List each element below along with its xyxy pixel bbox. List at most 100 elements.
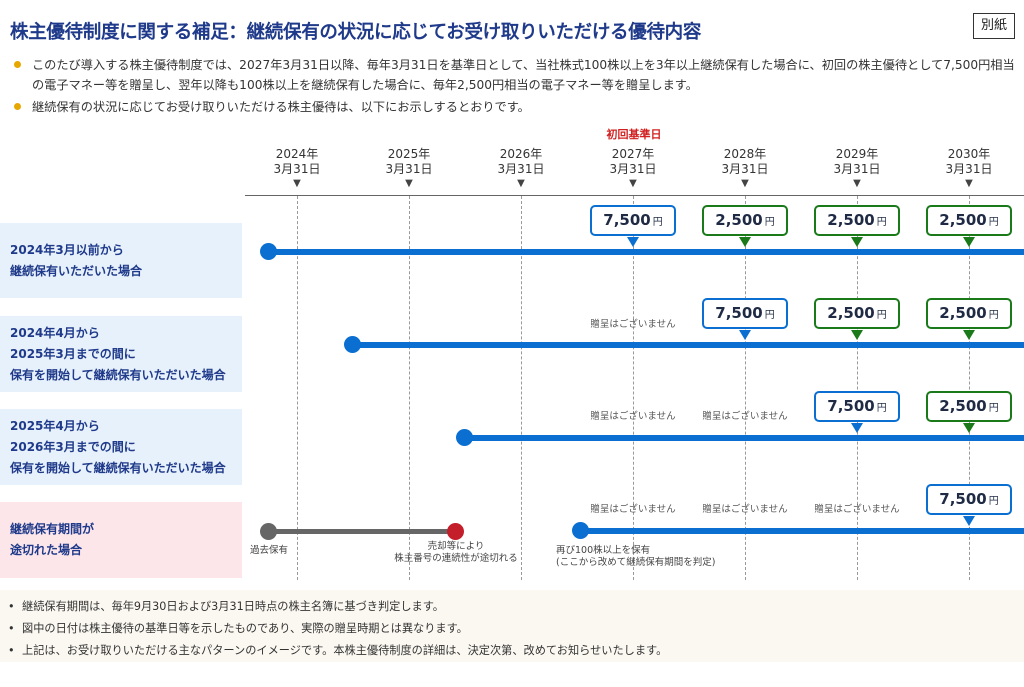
date-header: 2025年 3月31日 ▼ [369,147,449,191]
date-day: 3月31日 [273,162,321,176]
bullet-dot-icon [14,61,21,68]
intro-bullets: このたび導入する株主優待制度では、2027年3月31日以降、毎年3月31日を基準… [14,55,1022,119]
row-label-line: 継続保有期間が [10,522,95,536]
holding-timeline [580,528,1024,534]
rehold-note-line: 再び100株以上を保有 [556,545,651,556]
date-header: 2028年 3月31日 ▼ [705,147,785,191]
date-year: 2026年 [499,147,543,161]
row-label-line: 途切れた場合 [10,543,83,557]
intro-bullet: 継続保有の状況に応じてお受け取りいただける株主優待は、以下にお示しするとおりです… [14,97,1022,117]
yen-unit: 円 [876,310,887,321]
no-gift-note: 贈呈はございません [590,319,676,330]
gift-amount: 2,500 [939,397,987,415]
past-holding-line [268,529,456,534]
gift-amount: 7,500 [827,397,875,415]
first-base-date-label: 初回基準日 [606,128,662,141]
date-year: 2030年 [947,147,991,161]
attachment-tag: 別紙 [973,13,1015,39]
date-header: 2024年 3月31日 ▼ [257,147,337,191]
gift-amount: 7,500 [939,490,987,508]
yen-unit: 円 [876,217,887,228]
down-arrow-icon: ▼ [405,178,413,189]
intro-bullet-text: このたび導入する株主優待制度では、2027年3月31日以降、毎年3月31日を基準… [32,58,1015,92]
no-gift-note: 贈呈はございません [702,504,788,515]
gift-pointer-icon [851,330,863,340]
gift-pointer-icon [963,330,975,340]
down-arrow-icon: ▼ [965,178,973,189]
date-day: 3月31日 [721,162,769,176]
yen-unit: 円 [764,217,775,228]
down-arrow-icon: ▼ [741,178,749,189]
gift-pointer-icon [739,330,751,340]
yen-unit: 円 [652,217,663,228]
gift-amount: 2,500 [939,304,987,322]
sold-note-line: 売却等により [427,541,485,552]
date-guide-line [521,196,522,580]
date-year: 2027年 [611,147,655,161]
date-header: 2027年 3月31日 ▼ [593,147,673,191]
gift-amount: 2,500 [827,304,875,322]
gift-amount: 2,500 [939,211,987,229]
holding-start-marker [344,336,361,353]
gift-pointer-icon [851,237,863,247]
gift-amount: 2,500 [827,211,875,229]
sold-note-line: 株主番号の連続性が途切れる [394,553,518,564]
yen-unit: 円 [988,403,999,414]
gift-pointer-icon [963,237,975,247]
date-year: 2025年 [387,147,431,161]
yen-unit: 円 [988,496,999,507]
intro-bullet-text: 継続保有の状況に応じてお受け取りいただける株主優待は、以下にお示しするとおりです… [32,100,530,114]
down-arrow-icon: ▼ [293,178,301,189]
date-day: 3月31日 [385,162,433,176]
date-year: 2029年 [835,147,879,161]
holding-timeline [352,342,1024,348]
row-label-case-4: 継続保有期間が 途切れた場合 [0,502,242,578]
bullet-dot-icon: • [8,644,15,657]
yen-unit: 円 [876,403,887,414]
intro-bullet: このたび導入する株主優待制度では、2027年3月31日以降、毎年3月31日を基準… [14,55,1022,95]
date-year: 2028年 [723,147,767,161]
yen-unit: 円 [988,310,999,321]
date-year: 2024年 [275,147,319,161]
no-gift-note: 贈呈はございません [590,504,676,515]
holding-start-marker [456,429,473,446]
down-arrow-icon: ▼ [853,178,861,189]
gift-pointer-icon [739,237,751,247]
date-guide-line [297,196,298,580]
date-guide-line [633,196,634,580]
date-guide-line [409,196,410,580]
rehold-note-line: (ここから改めて継続保有期間を判定) [556,557,716,568]
date-guide-line [857,196,858,580]
date-day: 3月31日 [833,162,881,176]
no-gift-note: 贈呈はございません [814,504,900,515]
footer-note: •継続保有期間は、毎年9月30日および3月31日時点の株主名簿に基づき判定します… [8,598,444,614]
down-arrow-icon: ▼ [517,178,525,189]
footer-note-text: 継続保有期間は、毎年9月30日および3月31日時点の株主名簿に基づき判定します。 [22,600,444,613]
date-day: 3月31日 [945,162,993,176]
row-label-line: 保有を開始して継続保有いただいた場合 [10,460,226,475]
row-label-line: 2025年4月から [10,418,100,433]
date-header: 2030年 3月31日 ▼ [929,147,1009,191]
gift-pointer-icon [627,237,639,247]
gift-amount: 7,500 [603,211,651,229]
gift-pointer-icon [851,423,863,433]
date-day: 3月31日 [497,162,545,176]
footer-note: •上記は、お受け取りいただける主なパターンのイメージです。本株主優待制度の詳細は… [8,642,667,658]
rehold-note: 再び100株以上を保有 (ここから改めて継続保有期間を判定) [556,545,715,569]
gift-amount: 2,500 [715,211,763,229]
timeline-axis [245,195,1024,196]
holding-break-marker [447,523,464,540]
date-header: 2026年 3月31日 ▼ [481,147,561,191]
row-label-line: 2024年3月以前から [10,242,124,257]
holding-timeline [464,435,1024,441]
page-title: 株主優待制度に関する補足：継続保有の状況に応じてお受け取りいただける優待内容 [10,22,702,43]
